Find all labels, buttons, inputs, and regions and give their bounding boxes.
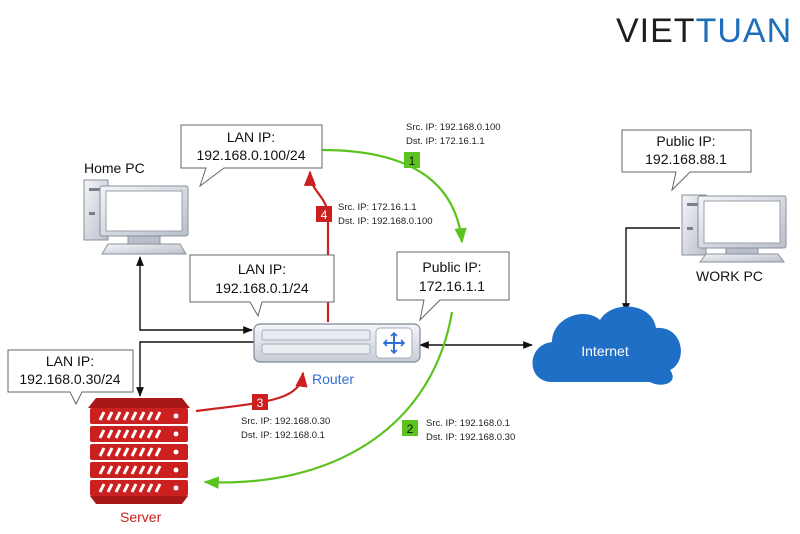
step-badge-3: 3 <box>252 394 268 410</box>
work-pc-label: WORK PC <box>696 268 763 284</box>
home-pc-icon <box>83 179 189 255</box>
step-labels: Src. IP: 192.168.0.100 Dst. IP: 172.16.1… <box>241 122 515 443</box>
server-label: Server <box>120 509 162 525</box>
link-homepc-router <box>136 256 253 334</box>
callout-work-public-value: 192.168.88.1 <box>645 151 727 167</box>
flow-step2-arrow <box>203 311 454 489</box>
step3-src: Src. IP: 192.168.0.30 <box>241 416 330 427</box>
flow-step1-arrow <box>321 148 467 244</box>
step4-dst: Dst. IP: 192.168.0.100 <box>338 216 433 227</box>
callout-home-lan-label: LAN IP: <box>227 129 275 145</box>
callout-home-lan-value: 192.168.0.100/24 <box>197 147 306 163</box>
callout-router-public-value: 172.16.1.1 <box>419 278 485 294</box>
link-internet-workpc <box>622 227 680 313</box>
step-badge-2: 2 <box>402 420 418 436</box>
step4-src: Src. IP: 172.16.1.1 <box>338 202 417 213</box>
step2-dst: Dst. IP: 192.168.0.30 <box>426 432 515 443</box>
server-icon <box>88 398 190 504</box>
link-router-server <box>136 341 254 397</box>
step1-src: Src. IP: 192.168.0.100 <box>406 122 501 133</box>
step3-dst: Dst. IP: 192.168.0.1 <box>241 430 325 441</box>
step-badge-4: 4 <box>316 206 332 222</box>
brand-logo-part1: VIET <box>616 12 696 50</box>
callout-work-public-label: Public IP: <box>656 133 715 149</box>
brand-logo: VIETTUAN <box>616 14 792 48</box>
internet-cloud-icon <box>532 306 681 385</box>
callout-server-lan-value: 192.168.0.30/24 <box>19 371 120 387</box>
callout-router-public: Public IP: 172.16.1.1 <box>396 251 510 322</box>
callout-router-lan-label: LAN IP: <box>238 261 286 277</box>
step-badge-1-num: 1 <box>409 154 416 168</box>
step-badge-1: 1 <box>404 152 420 168</box>
step-badge-2-num: 2 <box>407 422 414 436</box>
callout-work-public: Public IP: 192.168.88.1 <box>621 129 752 192</box>
brand-logo-part2: TUAN <box>695 12 793 50</box>
internet-label: Internet <box>581 343 629 359</box>
flow-step3-arrow <box>195 371 308 413</box>
step-badge-3-num: 3 <box>257 396 264 410</box>
step-badge-4-num: 4 <box>321 208 328 222</box>
home-pc-label: Home PC <box>84 160 145 176</box>
callout-server-lan: LAN IP: 192.168.0.30/24 <box>7 349 134 406</box>
work-pc-icon <box>681 194 787 263</box>
callout-router-lan-value: 192.168.0.1/24 <box>215 280 309 296</box>
callout-home-lan: LAN IP: 192.168.0.100/24 <box>180 124 323 188</box>
router-icon <box>253 323 421 363</box>
callout-router-public-label: Public IP: <box>422 259 481 275</box>
step1-dst: Dst. IP: 172.16.1.1 <box>406 136 485 147</box>
callout-server-lan-label: LAN IP: <box>46 353 94 369</box>
connection-lines <box>136 227 680 397</box>
step2-src: Src. IP: 192.168.0.1 <box>426 418 510 429</box>
router-label: Router <box>312 371 354 387</box>
callout-router-lan: LAN IP: 192.168.0.1/24 <box>189 254 335 318</box>
